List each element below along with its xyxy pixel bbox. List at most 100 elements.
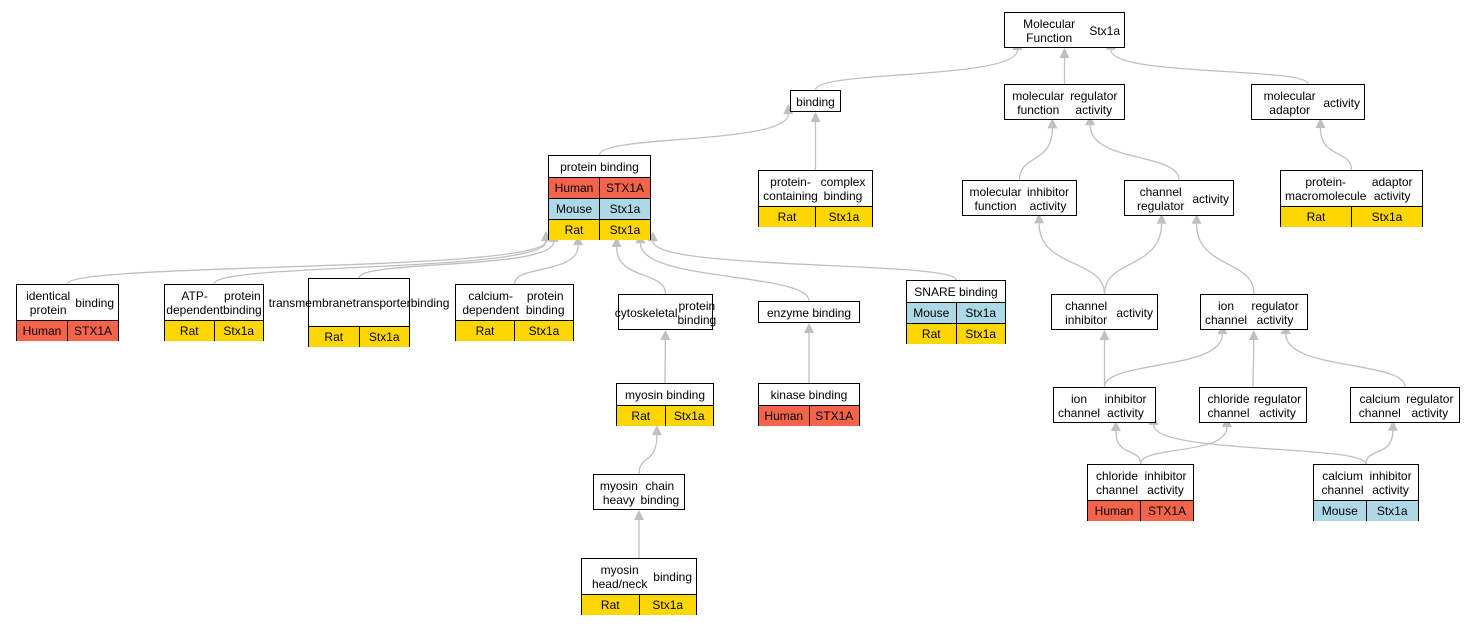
species-cell: Human (759, 406, 809, 426)
go-term-label-line: complex binding (820, 174, 866, 203)
go-term-label-line: binding (410, 295, 450, 310)
go-term-label-line: myosin head/neck (591, 562, 648, 591)
gene-cell: Stx1a (664, 406, 713, 426)
species-cell: Rat (309, 327, 359, 347)
edge-line (1018, 128, 1054, 181)
go-term-node-cia: channel inhibitor activity (1051, 294, 1158, 330)
go-term-label-line: binding (75, 295, 114, 310)
edge-line (1038, 223, 1106, 295)
gene-cell: Stx1a (514, 321, 573, 341)
go-term-label-line: protein binding (677, 298, 717, 327)
edge-arrowhead (1248, 329, 1259, 340)
species-cell: Rat (549, 220, 599, 240)
edge-line (1285, 334, 1406, 388)
go-term-label-line: adaptor activity (1371, 174, 1413, 203)
edge-line (213, 241, 547, 285)
go-term-label: myosin head/neck binding (582, 559, 696, 594)
go-term-node-binding: binding (790, 90, 841, 112)
gene-cell: Stx1a (213, 321, 263, 341)
go-term-label-line: enzyme binding (766, 305, 852, 320)
go-term-label-line: Molecular Function (1023, 16, 1076, 45)
species-cell: Rat (582, 595, 639, 615)
edge-line (1115, 431, 1142, 465)
edge-line (639, 243, 810, 302)
go-term-label-line: regulator activity (1406, 391, 1454, 420)
go-term-label-line: molecular function (969, 184, 1022, 213)
go-term-label-line: myosin heavy (599, 478, 638, 507)
go-term-label-line: protein binding (525, 288, 565, 317)
edge-line (598, 113, 789, 156)
edge-arrowhead (1085, 115, 1096, 126)
edge-line (1103, 223, 1163, 295)
edge-arrowhead (1034, 213, 1045, 224)
go-term-label-line: SNARE binding (914, 284, 998, 299)
go-term-node-mf: Molecular Function Stx1a (1004, 12, 1125, 48)
gene-cell: Stx1a (358, 327, 409, 347)
edge-arrowhead (1315, 118, 1326, 129)
go-term-label-line: molecular function (1012, 88, 1065, 117)
go-term-label-line: cytoskeletal (614, 305, 678, 320)
edge-arrowhead (660, 329, 671, 340)
go-term-label: SNARE binding (907, 281, 1005, 302)
edge-arrowhead (810, 112, 821, 122)
go-term-label-line: transporter (352, 295, 411, 310)
go-term-label-line: protein binding (560, 159, 639, 174)
edge-line (638, 435, 658, 475)
go-term-label-line: Stx1a (1089, 23, 1120, 38)
go-term-label-line: activity (1116, 305, 1153, 320)
edge-line (1089, 125, 1180, 181)
go-term-label-line: channel inhibitor (1065, 298, 1108, 327)
edge-line (814, 49, 1018, 91)
go-term-label-line: regulator activity (1251, 298, 1299, 327)
go-term-label-line: inhibitor activity (1026, 184, 1070, 213)
go-term-label-line: regulator activity (1253, 391, 1302, 420)
edge-line (66, 240, 547, 285)
edge-line (1319, 128, 1353, 171)
species-cell: Mouse (549, 199, 599, 219)
gene-cell: STX1A (1140, 501, 1193, 521)
go-term-label-line: binding (653, 569, 692, 584)
go-term-label-line: activity (1323, 95, 1360, 110)
gene-cell: Stx1a (1365, 501, 1418, 521)
gene-cell: Stx1a (599, 199, 650, 219)
edge-arrowhead (1191, 213, 1202, 224)
edge-arrowhead (1156, 213, 1167, 224)
go-term-label-line: regulator activity (1070, 88, 1118, 117)
go-term-label-line: chloride channel (1207, 391, 1250, 420)
go-term-label-line: ion channel (1058, 391, 1101, 420)
edge-arrowhead (1110, 421, 1121, 432)
go-term-label-line: calcium channel (1358, 391, 1401, 420)
